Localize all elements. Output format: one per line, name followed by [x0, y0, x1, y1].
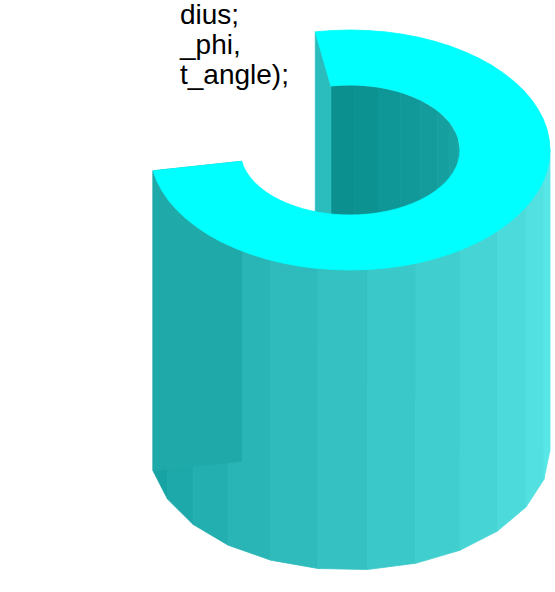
outer-wall — [498, 207, 527, 531]
top-face — [153, 30, 550, 270]
outer-wall — [271, 260, 318, 568]
outer-wall — [526, 179, 544, 507]
code-text: dius; — [180, 0, 239, 30]
outer-wall — [367, 263, 415, 569]
outer-wall — [460, 231, 498, 550]
outer-wall — [416, 250, 460, 563]
outer-wall — [318, 269, 367, 570]
code-text: _phi, — [180, 30, 241, 60]
outer-wall — [544, 150, 550, 479]
code-text: t_angle); — [180, 60, 289, 90]
